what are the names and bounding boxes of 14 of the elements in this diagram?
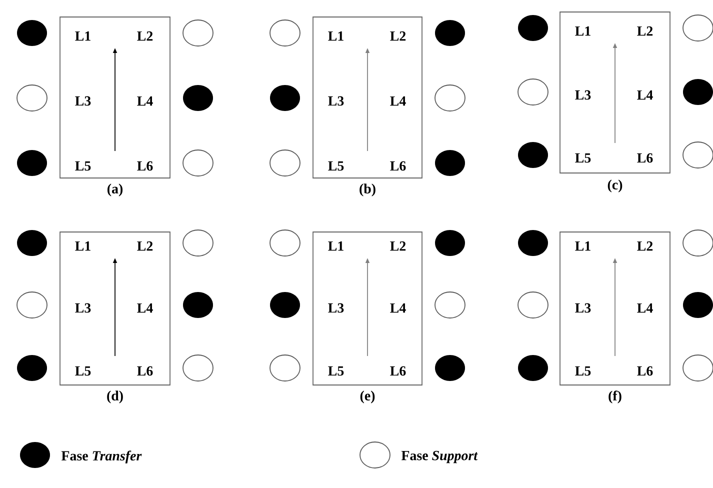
panel-caption: (d) bbox=[107, 390, 123, 404]
panel-box: L1 L2 L3 L4 L5 L6 bbox=[560, 232, 670, 386]
panel-box: L1 L2 L3 L4 L5 L6 bbox=[60, 232, 170, 386]
panel-box: L1 L2 L3 L4 L5 L6 bbox=[560, 12, 670, 174]
panel-box: L1 L2 L3 L4 L5 L6 bbox=[312, 232, 422, 386]
panel-box: L1 L2 L3 L4 L5 L6 bbox=[312, 16, 422, 178]
legend-label: Fase Support bbox=[401, 450, 478, 464]
panel-caption: (b) bbox=[360, 184, 376, 196]
panel-caption: (c) bbox=[608, 180, 622, 192]
legend-label: Fase Transfer bbox=[61, 450, 142, 464]
panel-caption: (f) bbox=[608, 390, 622, 404]
panel-caption: (e) bbox=[360, 390, 375, 404]
panel-box: L1 L2 L3 L4 L5 L6 bbox=[60, 16, 170, 178]
panel-caption: (a) bbox=[107, 184, 123, 196]
